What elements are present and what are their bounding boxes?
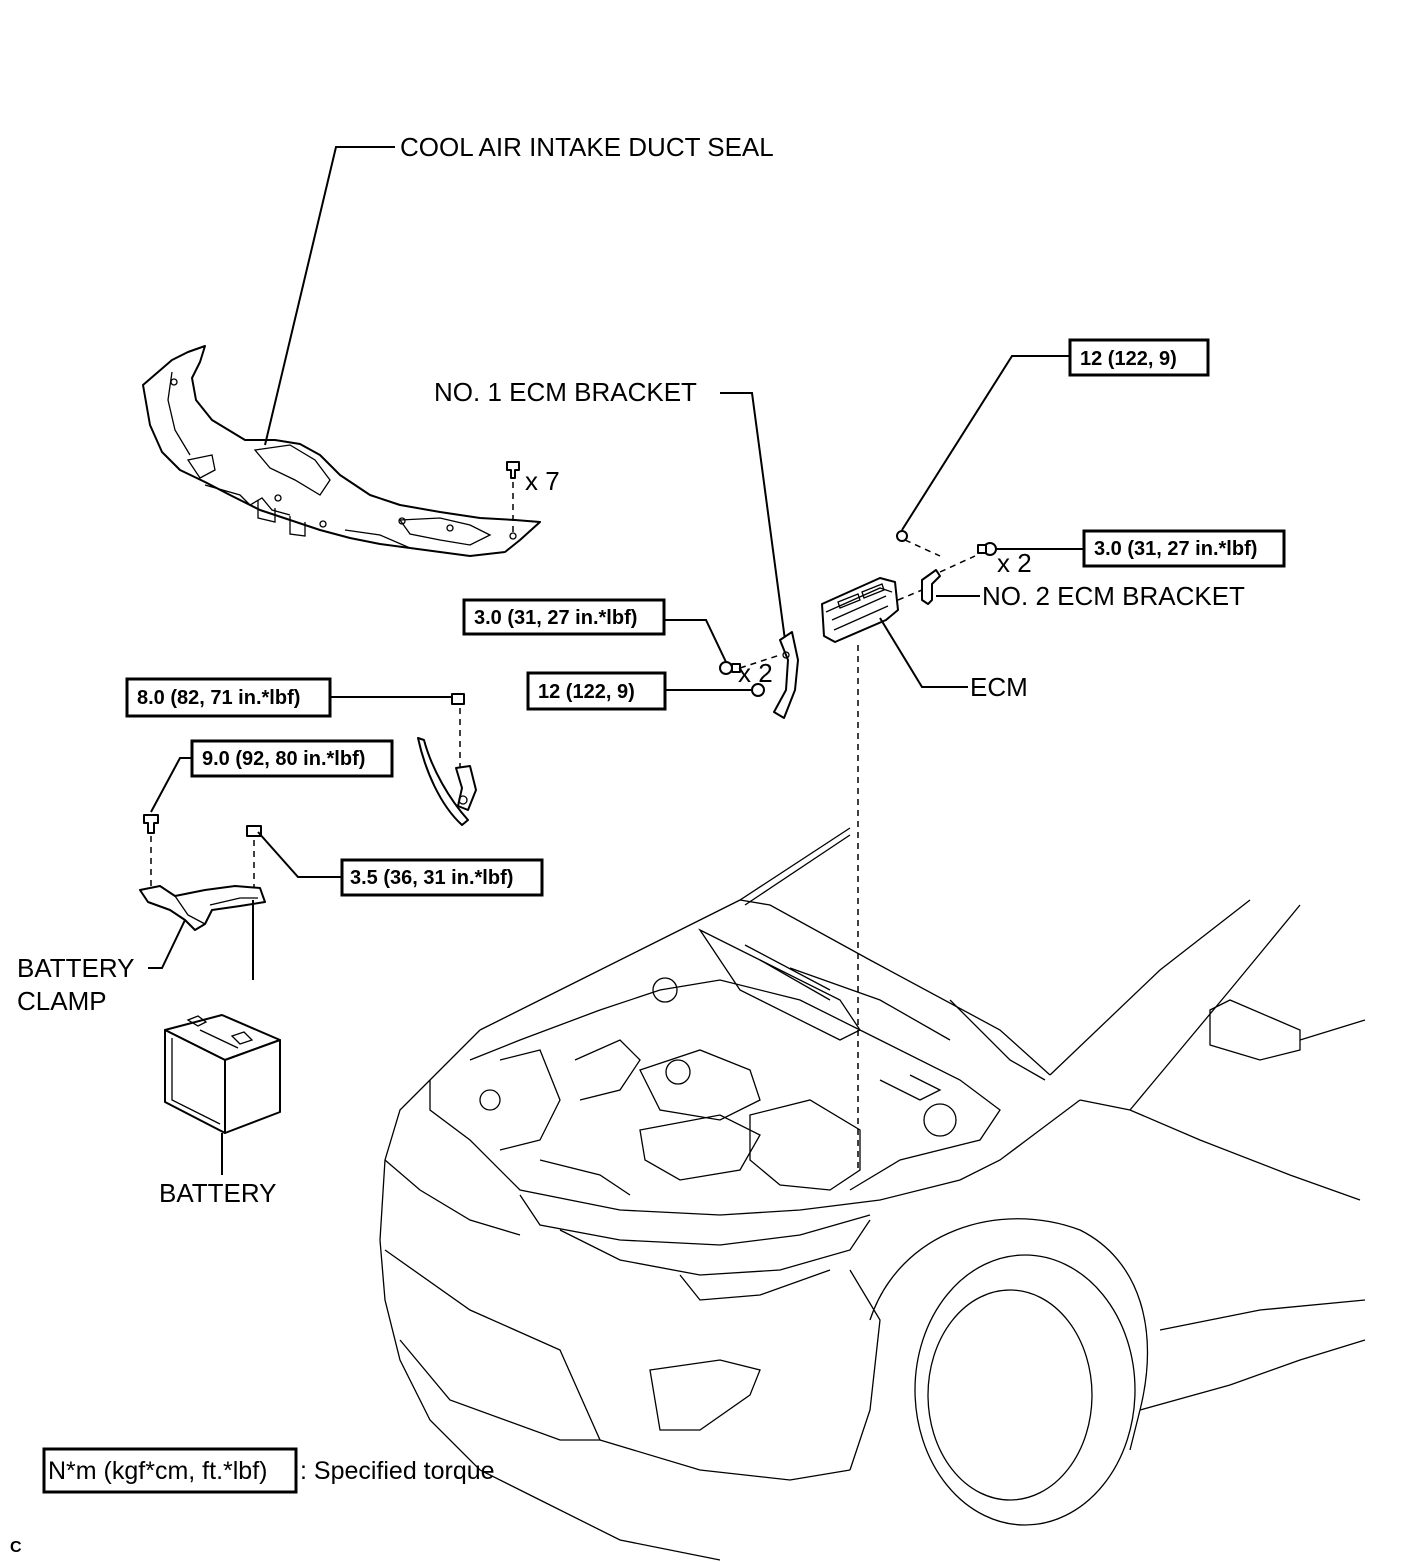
- torque-clamp-nut: 3.5 (36, 31 in.*lbf): [350, 867, 513, 889]
- torque-no2-nut: 12 (122, 9): [1080, 348, 1177, 370]
- battery-clamp-part: [139, 885, 266, 980]
- no2-ecm-bracket-part: [921, 569, 941, 605]
- bolt-icon: [143, 814, 159, 834]
- bolt-icon: [719, 661, 741, 675]
- battery-clamp-label-line1: BATTERY: [17, 953, 135, 983]
- torque-clamp-bolt: 9.0 (92, 80 in.*lbf): [202, 748, 365, 770]
- battery-part: [164, 1014, 281, 1134]
- legend-text: : Specified torque: [300, 1457, 495, 1485]
- cool-air-intake-duct-seal-part: [142, 345, 541, 557]
- figure-code: C: [10, 1539, 22, 1556]
- vehicle-front-view: [379, 827, 1366, 1561]
- no1-bolt-quantity: x 2: [738, 658, 773, 688]
- torque-battery-terminal-nut: 8.0 (82, 71 in.*lbf): [137, 687, 300, 709]
- torque-no1-bolt: 3.0 (31, 27 in.*lbf): [474, 607, 637, 629]
- torque-no1-nut: 12 (122, 9): [538, 681, 635, 703]
- clip-quantity: x 7: [525, 466, 560, 496]
- battery-clamp-label-line2: CLAMP: [17, 986, 107, 1016]
- ecm-part: [821, 577, 899, 643]
- clip-icon: [506, 461, 520, 479]
- nut-icon: [896, 530, 908, 542]
- nut-icon: [751, 683, 765, 697]
- bolt-icon: [977, 542, 997, 556]
- legend-unit-box: N*m (kgf*cm, ft.*lbf): [48, 1457, 267, 1485]
- nut-icon: [451, 693, 465, 705]
- cool-air-intake-duct-seal-label: COOL AIR INTAKE DUCT SEAL: [400, 132, 774, 162]
- battery-cable-part: [417, 737, 477, 826]
- no1-ecm-bracket-label: NO. 1 ECM BRACKET: [434, 377, 697, 407]
- no2-ecm-bracket-label: NO. 2 ECM BRACKET: [982, 581, 1245, 611]
- no2-bolt-quantity: x 2: [997, 548, 1032, 578]
- no1-ecm-bracket-part: [773, 631, 799, 719]
- ecm-label: ECM: [970, 672, 1028, 702]
- torque-no2-bolt: 3.0 (31, 27 in.*lbf): [1094, 538, 1257, 560]
- battery-label: BATTERY: [159, 1178, 277, 1208]
